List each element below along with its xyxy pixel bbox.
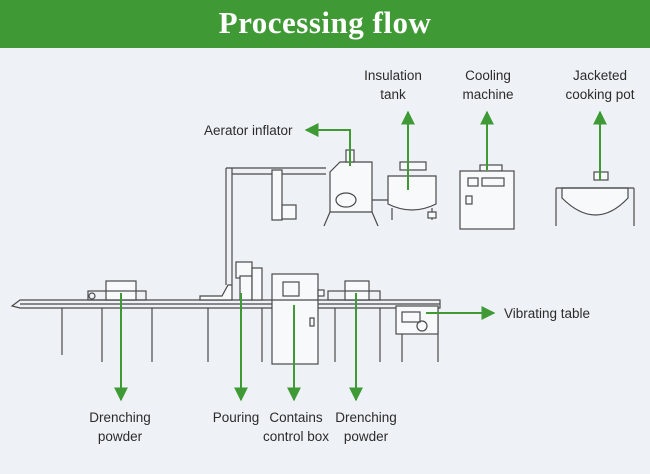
page-title: Processing flow [218, 5, 432, 40]
drenching-powder-right-label: Drenching powder [335, 410, 397, 444]
cooling-machine-unit [459, 164, 515, 230]
pouring-label: Pouring [212, 410, 260, 425]
pouring-machine [199, 167, 326, 301]
cooling-machine-label: Cooling machine [462, 68, 514, 102]
process-diagram [10, 110, 635, 402]
vibrating-table-label: Vibrating table [504, 306, 591, 321]
jacketed-cooking-pot-unit [555, 171, 635, 226]
conveyor-belt [10, 299, 441, 362]
drenching-machine-right [327, 280, 381, 301]
drenching-machine-left [87, 280, 147, 301]
title-banner: Processing flow [0, 0, 650, 48]
control-box [271, 273, 325, 365]
drenching-powder-left-label: Drenching powder [89, 410, 151, 444]
insulation-tank-label: Insulation tank [364, 68, 422, 102]
contains-control-box-label: Contains control box [262, 410, 330, 444]
aerator-machine [323, 149, 396, 227]
vibrating-table-unit [395, 305, 439, 335]
aerator-inflator-label: Aerator inflator [204, 123, 293, 138]
jacketed-cooking-pot-label: Jacketed cooking pot [565, 68, 635, 102]
insulation-tank-machine [387, 161, 437, 220]
flow-arrows [114, 110, 607, 402]
